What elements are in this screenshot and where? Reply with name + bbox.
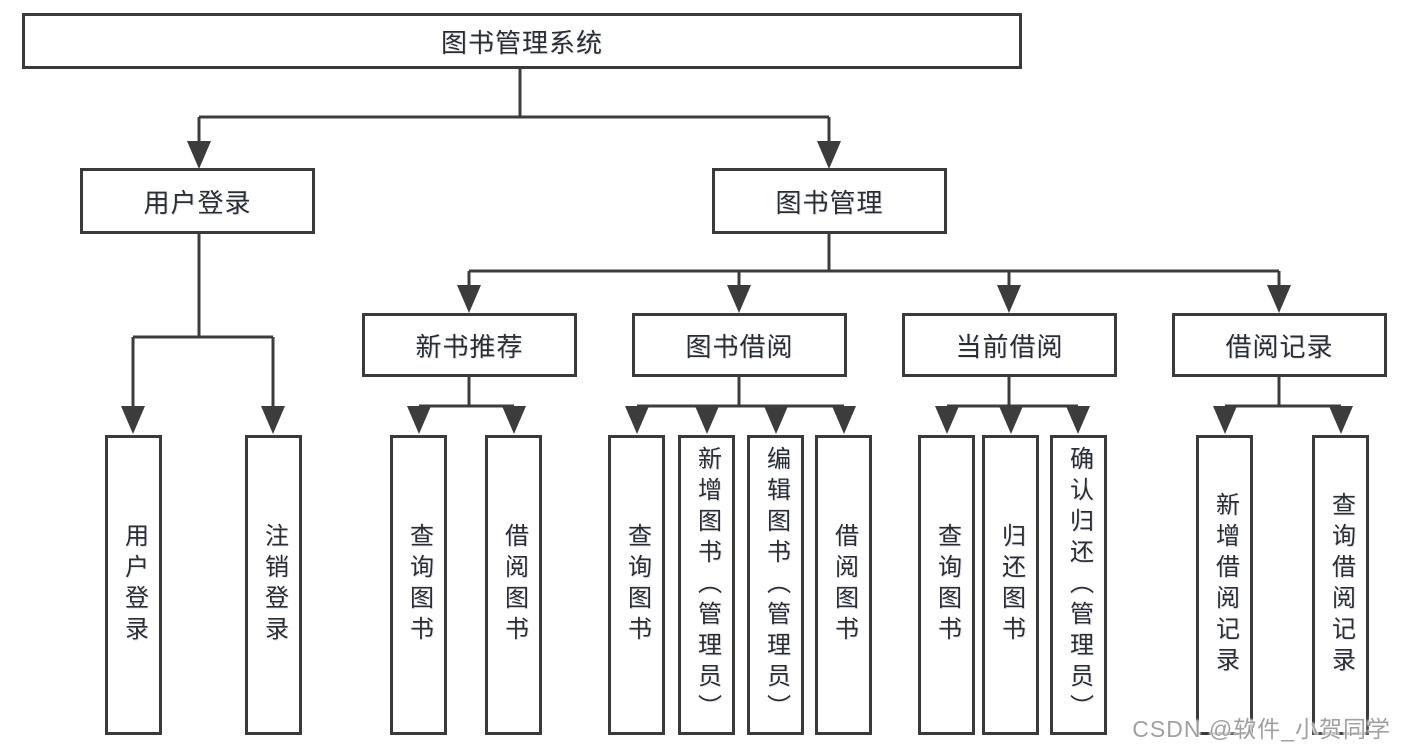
- leaf-current-query-books: 查询图书: [918, 435, 975, 735]
- connector-newbook-to-leaves: [419, 377, 514, 408]
- csdn-watermark: CSDN @软件_小贺同学: [1132, 716, 1391, 742]
- connector-root-to-level2: [197, 68, 831, 146]
- node-new-book-recommendation: 新书推荐: [362, 313, 577, 377]
- leaf-current-return-books: 归还图书: [982, 435, 1039, 735]
- node-library-management-system: 图书管理系统: [22, 13, 1022, 69]
- connector-userlogin-to-leaves: [131, 234, 275, 407]
- leaf-borrowing-edit-books-admin: 编辑图书（管理员）: [747, 435, 804, 735]
- leaf-borrowing-borrow-books: 借阅图书: [815, 435, 872, 735]
- node-user-login: 用户登录: [80, 168, 315, 234]
- connector-currentborrow-to-leaves: [947, 377, 1078, 408]
- arrowheads: [121, 141, 1353, 434]
- leaf-records-query-borrow-record: 查询借阅记录: [1312, 435, 1369, 735]
- leaf-newbook-borrow-books: 借阅图书: [485, 435, 542, 735]
- leaf-user-login: 用户登录: [105, 435, 162, 735]
- leaf-newbook-query-books: 查询图书: [390, 435, 447, 735]
- leaf-records-add-borrow-record: 新增借阅记录: [1196, 435, 1253, 735]
- node-borrowing-records: 借阅记录: [1172, 313, 1387, 377]
- connector-bookmgmt-to-level3: [467, 234, 1281, 287]
- node-current-borrowing: 当前借阅: [902, 313, 1117, 377]
- node-book-borrowing: 图书借阅: [632, 313, 847, 377]
- leaf-borrowing-query-books: 查询图书: [608, 435, 665, 735]
- leaf-current-confirm-return-admin: 确认归还（管理员）: [1050, 435, 1107, 735]
- leaf-logout: 注销登录: [245, 435, 302, 735]
- connector-bookborrow-to-leaves: [637, 377, 844, 408]
- node-book-management: 图书管理: [712, 168, 947, 234]
- connector-records-to-leaves: [1225, 377, 1341, 408]
- leaf-borrowing-add-books-admin: 新增图书（管理员）: [678, 435, 735, 735]
